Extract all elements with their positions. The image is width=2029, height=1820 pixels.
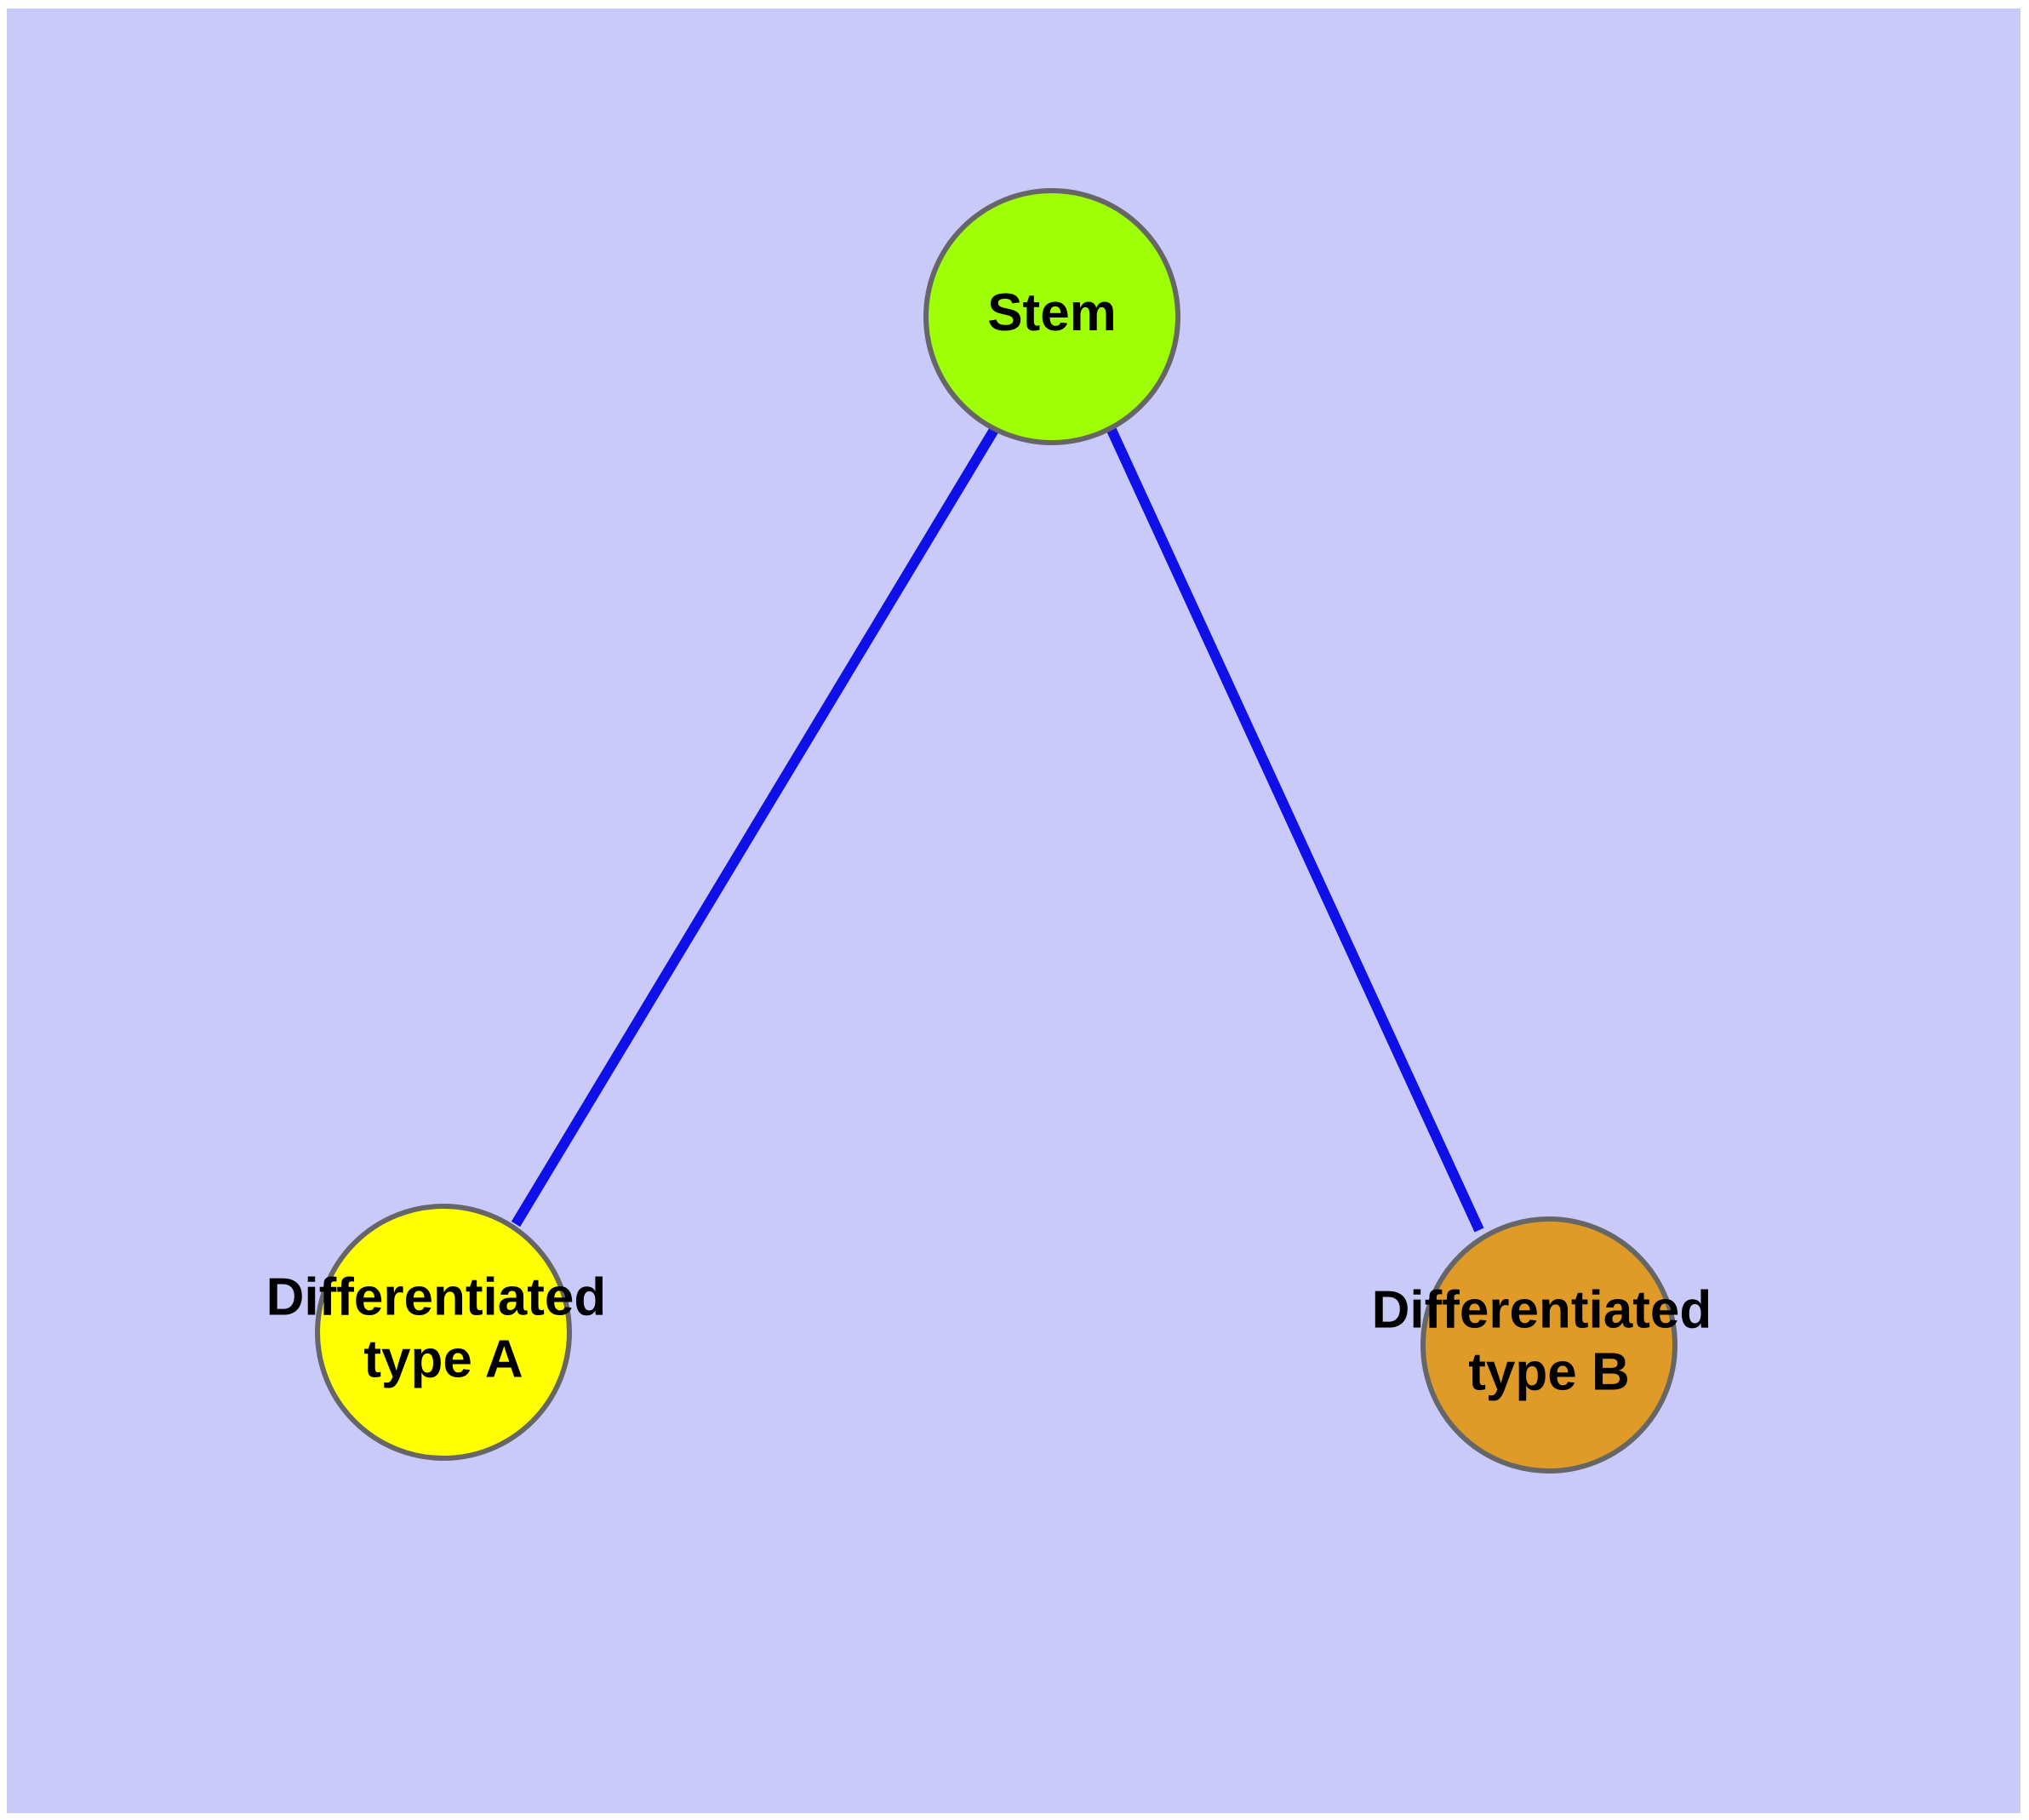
node-differentiated-type-b-label-line-2: type B <box>1468 1343 1629 1402</box>
node-differentiated-type-a-circle[interactable] <box>315 1204 572 1461</box>
node-differentiated-type-b-label: Differentiated type B <box>1372 1281 1727 1402</box>
node-layer <box>315 188 1677 1474</box>
node-differentiated-type-a[interactable] <box>315 1204 572 1461</box>
node-differentiated-type-a-label: Differentiated type A <box>266 1268 621 1389</box>
node-differentiated-type-b[interactable] <box>1420 1216 1677 1474</box>
node-differentiated-type-a-label-line-2: type A <box>363 1331 523 1389</box>
node-stem-label-line-1: Stem <box>987 283 1117 342</box>
label-layer: Stem Differentiated type A Differentiate… <box>266 283 1727 1402</box>
node-stem-circle[interactable] <box>923 188 1180 445</box>
node-differentiated-type-a-label-line-1: Differentiated <box>266 1268 607 1327</box>
diagram-plot-area: Stem Differentiated type A Differentiate… <box>7 9 2020 1813</box>
node-stem-label: Stem <box>987 283 1117 342</box>
edge-layer <box>511 426 1484 1233</box>
edge-stem-to-diff-a[interactable] <box>511 426 999 1228</box>
node-differentiated-type-b-label-line-1: Differentiated <box>1372 1281 1712 1340</box>
graph-svg: Stem Differentiated type A Differentiate… <box>266 188 1727 1474</box>
node-stem[interactable] <box>923 188 1180 445</box>
edge-stem-to-diff-b[interactable] <box>1106 427 1484 1233</box>
node-differentiated-type-b-circle[interactable] <box>1420 1216 1677 1474</box>
